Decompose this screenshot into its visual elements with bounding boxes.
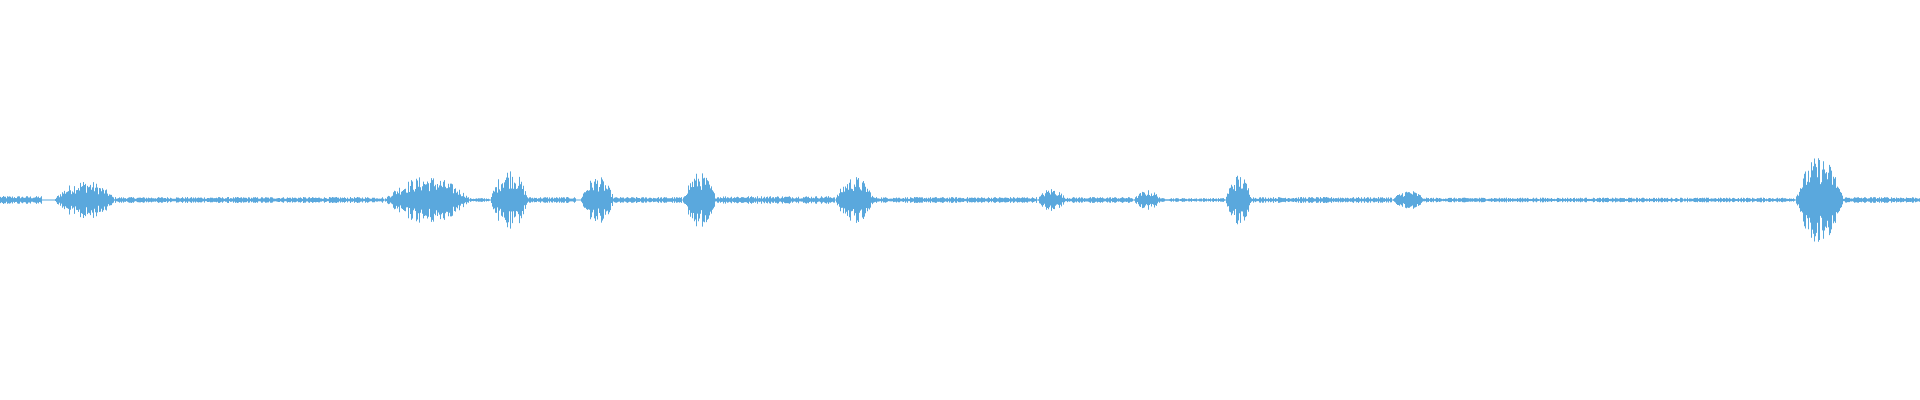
- waveform-bars: [0, 158, 1920, 242]
